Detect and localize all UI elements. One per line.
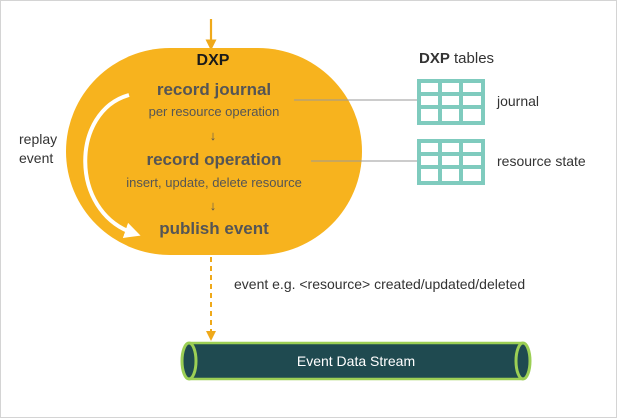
step-record-operation-subtitle: insert, update, delete resource — [126, 175, 302, 190]
step-publish-event: publish event — [159, 219, 269, 238]
journal-table-icon — [417, 79, 485, 125]
dxp-label: DXP — [196, 52, 230, 69]
event-data-stream-shape — [180, 341, 532, 381]
event-data-stream-label: Event Data Stream — [296, 353, 416, 369]
replay-label-line2: event — [19, 150, 54, 166]
table-label-journal: journal — [497, 93, 540, 109]
step-arrow-2: ↓ — [209, 198, 217, 213]
tables-heading-bold: DXP — [419, 50, 450, 67]
tables-heading-rest: tables — [454, 50, 495, 67]
tables-heading: DXP tables — [419, 51, 494, 66]
replay-label-line1: replay — [19, 131, 58, 147]
table-label-resource-state: resource state — [497, 153, 586, 169]
step-record-operation: record operation — [146, 150, 282, 169]
resource-state-table-icon — [417, 139, 485, 185]
step-record-journal-subtitle: per resource operation — [148, 104, 280, 119]
event-note: event e.g. <resource> created/updated/de… — [234, 276, 526, 292]
step-record-journal: record journal — [156, 80, 272, 99]
replay-arrow — [83, 93, 141, 238]
step-arrow-1: ↓ — [209, 128, 217, 143]
dxp-process-shape — [66, 48, 362, 255]
